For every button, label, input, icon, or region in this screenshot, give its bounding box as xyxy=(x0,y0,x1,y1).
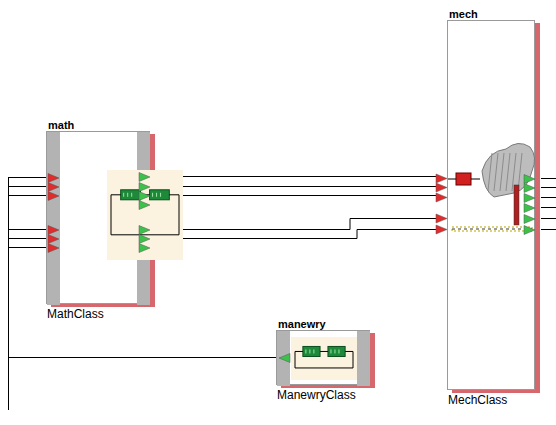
subsystem-block: mechMechClass xyxy=(447,20,535,390)
port-triangle xyxy=(48,174,59,183)
port-triangle xyxy=(524,204,535,213)
block-icon xyxy=(448,21,536,391)
port-triangle xyxy=(48,235,59,244)
block-name: manewry xyxy=(278,318,326,330)
signal-line xyxy=(150,193,447,202)
port-triangle xyxy=(48,244,59,253)
port-triangle xyxy=(48,183,59,192)
class-name: MathClass xyxy=(47,307,104,321)
signal-line xyxy=(150,225,447,239)
port-triangle xyxy=(139,201,150,210)
signal-line xyxy=(150,174,447,183)
port-triangle xyxy=(524,184,535,193)
port-triangle xyxy=(139,183,150,192)
block-icon xyxy=(277,331,371,386)
class-name: MechClass xyxy=(448,393,507,407)
port-triangle xyxy=(139,244,150,253)
port-triangle xyxy=(524,215,535,224)
port-triangle xyxy=(524,175,535,184)
signal-line xyxy=(150,214,447,230)
port-triangle xyxy=(279,354,290,363)
block-name: mech xyxy=(449,8,478,20)
port-triangle xyxy=(524,226,535,235)
subsystem-block: manewryManewryClass xyxy=(276,330,370,385)
subsystem-block: mathMathClass xyxy=(46,131,150,304)
class-name: ManewryClass xyxy=(277,388,356,402)
block-name: math xyxy=(48,119,74,131)
port-triangle xyxy=(139,192,150,201)
port-triangle xyxy=(524,194,535,203)
signal-line xyxy=(150,183,447,192)
block-icon xyxy=(47,132,151,305)
port-triangle xyxy=(139,226,150,235)
port-triangle xyxy=(48,226,59,235)
output-wires xyxy=(541,179,556,230)
port-triangle xyxy=(139,235,150,244)
port-triangle xyxy=(139,173,150,182)
port-triangle xyxy=(48,192,59,201)
